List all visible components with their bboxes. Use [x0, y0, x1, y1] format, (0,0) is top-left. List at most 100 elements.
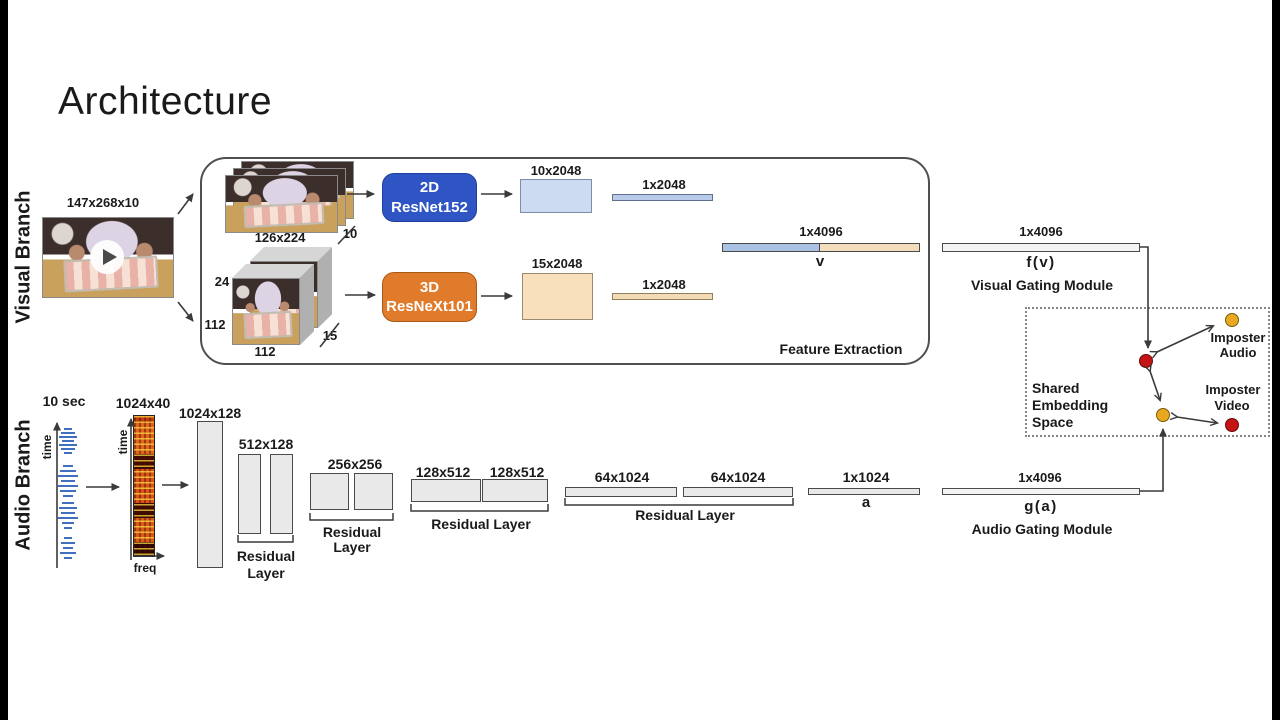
play-icon — [90, 240, 124, 274]
frames-dims-label: 126x224 — [254, 230, 306, 245]
frame-stack-front — [225, 175, 338, 233]
res1-label-line1: Residual — [236, 548, 296, 564]
embedding-label-line3: Space — [1032, 414, 1074, 430]
resnet2d-box: 2D ResNet152 — [382, 173, 477, 222]
visual-gate-bar — [942, 243, 1140, 252]
resnet2d-line2: ResNet152 — [391, 198, 468, 216]
res2-bracket — [309, 513, 394, 521]
resnet3d-box: 3D ResNeXt101 — [382, 272, 477, 322]
map3d-dims-label: 15x2048 — [531, 256, 583, 271]
res4-dims-label-b: 64x1024 — [710, 469, 766, 485]
cube-front-top — [232, 264, 314, 278]
feature-extraction-label: Feature Extraction — [779, 341, 903, 357]
audio-fc-dims-label: 1024x128 — [178, 405, 242, 421]
audio-vec-bar — [808, 488, 920, 495]
visual-gating-module-label: Visual Gating Module — [970, 277, 1114, 293]
visual-branch-label: Visual Branch — [12, 190, 35, 324]
arrow-video-to-frames — [177, 193, 194, 215]
right-black-bar — [1272, 0, 1280, 720]
spectrogram-dims-label: 1024x40 — [115, 395, 171, 411]
clip-width-label: 112 — [254, 344, 276, 359]
frames-count-label: 10 — [342, 226, 358, 241]
feature-extraction-box — [200, 157, 930, 365]
video-input-dims: 147x268x10 — [66, 195, 140, 210]
embedding-label-line1: Shared — [1032, 380, 1080, 396]
audio-duration-label: 10 sec — [42, 393, 86, 409]
embedding-label-line2: Embedding — [1032, 397, 1109, 413]
resnet3d-line2: ResNeXt101 — [386, 298, 473, 315]
imposter-video-label-line2: Video — [1214, 398, 1250, 413]
res4-dims-label-a: 64x1024 — [594, 469, 650, 485]
waveform-cluster-3 — [58, 502, 78, 529]
concat-bar-visual-half — [722, 243, 820, 252]
spectrogram — [133, 415, 155, 557]
audio-gate-dims-label: 1x4096 — [1018, 470, 1062, 485]
map2d-box — [520, 179, 592, 213]
spectrogram-freq-axis-label: freq — [133, 561, 157, 575]
res1-label-line2: Layer — [247, 565, 285, 581]
audio-vec-symbol-label: a — [861, 494, 871, 511]
audio-gate-bar — [942, 488, 1140, 495]
visual-gate-fn-label: f(v) — [1026, 254, 1056, 271]
visual-gate-dims-label: 1x4096 — [1019, 224, 1063, 239]
imposter-audio-dot — [1225, 313, 1239, 327]
concat-symbol-label: v — [815, 253, 825, 270]
audio-embedding-dot — [1156, 408, 1170, 422]
spectrogram-time-axis-label: time — [116, 429, 130, 455]
cube-back-top — [250, 247, 332, 261]
waveform-cluster-2 — [58, 465, 78, 497]
waveform-cluster-1 — [59, 428, 77, 454]
res4-bracket — [564, 498, 794, 506]
waveform-cluster-4 — [60, 537, 76, 559]
audio-branch-label: Audio Branch — [12, 419, 35, 551]
cube-front-side — [300, 264, 314, 345]
video-embedding-dot — [1139, 354, 1153, 368]
vec2d-dims-label: 1x2048 — [642, 177, 686, 192]
arrow-video-to-clip — [177, 301, 194, 322]
res3-label: Residual Layer — [431, 516, 531, 532]
res1-bar-b — [270, 454, 293, 534]
res4-bar-a — [565, 487, 677, 497]
resnet3d-line1: 3D — [419, 278, 440, 296]
clip-frames-label: 15 — [322, 328, 338, 343]
audio-fc-bar — [197, 421, 223, 568]
imposter-audio-label-line2: Audio — [1219, 345, 1257, 360]
vec2d-bar — [612, 194, 713, 201]
clip-depth-label: 24 — [214, 274, 230, 289]
res1-dims-label: 512x128 — [238, 436, 294, 452]
res1-bar-a — [238, 454, 261, 534]
imposter-video-label-line1: Imposter — [1205, 382, 1261, 397]
res3-dims-label-a: 128x512 — [415, 464, 471, 480]
audio-gating-module-label: Audio Gating Module — [971, 521, 1113, 537]
map2d-dims-label: 10x2048 — [530, 163, 582, 178]
res3-bar-b — [482, 479, 548, 502]
res1-bracket — [237, 535, 294, 543]
map3d-box — [522, 273, 593, 320]
vec3d-dims-label: 1x2048 — [642, 277, 686, 292]
cube-back-side — [318, 247, 332, 328]
res3-bar-a — [411, 479, 481, 502]
resnet2d-line1: 2D — [419, 179, 440, 196]
waveform-time-axis-label: time — [40, 434, 54, 460]
res2-box-a — [310, 473, 349, 510]
page-title: Architecture — [58, 80, 273, 123]
res3-dims-label-b: 128x512 — [489, 464, 545, 480]
res2-label-line2: Layer — [333, 539, 371, 555]
vec3d-bar — [612, 293, 713, 300]
audio-gate-fn-label: g(a) — [1024, 498, 1058, 515]
audio-vec-dims-label: 1x1024 — [842, 469, 890, 485]
res2-box-b — [354, 473, 393, 510]
concat-bar-motion-half — [819, 243, 920, 252]
clip-height-label: 112 — [204, 317, 226, 332]
res4-bar-b — [683, 487, 793, 497]
imposter-video-dot — [1225, 418, 1239, 432]
arrow-ga-to-embedding — [1140, 428, 1167, 492]
cube-front-face — [232, 278, 300, 345]
res2-dims-label: 256x256 — [327, 456, 383, 472]
res3-bracket — [410, 504, 549, 512]
res2-label-line1: Residual — [322, 524, 382, 540]
left-black-bar — [0, 0, 8, 720]
imposter-audio-label-line1: Imposter — [1210, 330, 1266, 345]
concat-dims-label: 1x4096 — [799, 224, 843, 239]
